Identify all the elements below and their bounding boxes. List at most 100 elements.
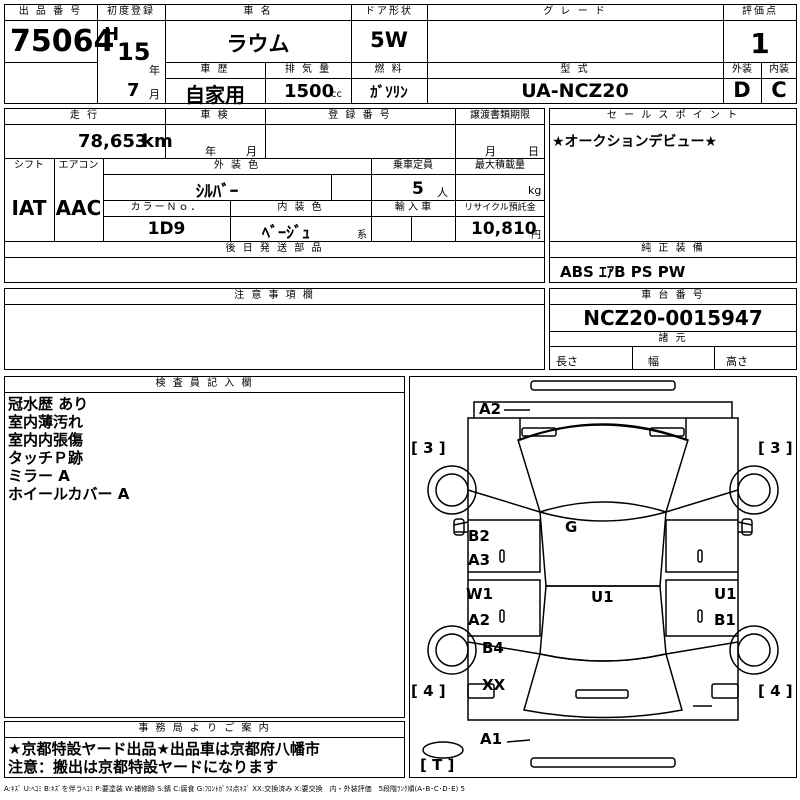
front-bumper bbox=[530, 380, 676, 391]
spare-tire bbox=[422, 741, 464, 759]
equipment-label: 純 正 装 備 bbox=[641, 243, 705, 254]
interior-grade: C bbox=[771, 78, 787, 102]
capacity-label: 乗車定員 bbox=[393, 160, 433, 171]
max-load-label: 最大積載量 bbox=[475, 160, 525, 171]
transfer-deadline-label: 譲渡書類期限 bbox=[470, 110, 530, 121]
damage-mark: U1 bbox=[714, 585, 737, 603]
damage-mark: G bbox=[565, 518, 578, 536]
roof bbox=[539, 510, 667, 587]
standard-equipment: ABS ｴｱB PS PW bbox=[560, 263, 686, 281]
inspection-label: 車 検 bbox=[200, 110, 230, 121]
inspector-note: ミラー A bbox=[8, 467, 70, 485]
inspector-note: 室内内張傷 bbox=[8, 431, 84, 449]
recycle-fee-unit: 円 bbox=[531, 230, 541, 241]
interior-grade-label: 内装 bbox=[769, 64, 789, 75]
tire-tread-rear-left: [ 4 ] bbox=[411, 682, 446, 700]
inspection-year-unit: 年 bbox=[205, 145, 216, 158]
year-unit: 年 bbox=[149, 64, 160, 77]
inspector-note: ホイールカバー A bbox=[8, 485, 130, 503]
displacement-label: 排 気 量 bbox=[284, 64, 332, 75]
damage-mark: W1 bbox=[466, 585, 493, 603]
damage-mark: A1 bbox=[480, 730, 503, 748]
displacement: 1500 bbox=[284, 81, 335, 102]
height-label: 高さ bbox=[726, 355, 748, 368]
era-letter: H bbox=[104, 24, 120, 45]
rear-left-door bbox=[468, 579, 541, 637]
damage-mark: U1 bbox=[591, 588, 614, 606]
sales-point-label: セ ー ル ス ポ イ ン ト bbox=[606, 110, 740, 121]
damage-mark: XX bbox=[482, 676, 506, 694]
shift-type: IAT bbox=[11, 196, 47, 220]
lot-number-label: 出 品 番 号 bbox=[18, 6, 83, 17]
capacity-unit: 人 bbox=[437, 186, 448, 199]
chassis-box bbox=[549, 288, 797, 370]
inspector-note: タッチＰ跡 bbox=[8, 449, 84, 467]
color-number-label: カラーＮｏ． bbox=[130, 202, 203, 213]
office-notice-line: 注意：搬出は京都特設ヤードになります bbox=[8, 758, 279, 776]
rear-bumper bbox=[530, 757, 676, 768]
tailgate bbox=[523, 653, 683, 719]
transfer-day-unit: 日 bbox=[528, 145, 539, 158]
displacement-unit: cc bbox=[331, 89, 342, 100]
later-parts-label: 後 日 発 送 部 品 bbox=[225, 243, 324, 254]
damage-mark: B2 bbox=[468, 527, 490, 545]
sales-point: ★オークションデビュー★ bbox=[552, 134, 718, 150]
tire-tread-rear-right: [ 4 ] bbox=[758, 682, 793, 700]
shift-label: シフト bbox=[14, 160, 44, 171]
dimensions-label: 諸 元 bbox=[658, 333, 688, 344]
inspector-note: 冠水歴 あり bbox=[8, 395, 89, 413]
car-name-label: 車 名 bbox=[243, 6, 273, 17]
spare-tire-mark: [ T ] bbox=[420, 756, 455, 774]
vehicle-history: 自家用 bbox=[185, 83, 245, 107]
damage-code-legend: A:ｷｽﾞ U:ﾍｺﾐ B:ｷｽﾞを伴うﾍｺﾐ P:要塗装 W:補修跡 S:錆 … bbox=[4, 785, 465, 793]
first-registration-label: 初度登録 bbox=[107, 6, 155, 17]
mileage-unit: km bbox=[142, 131, 173, 152]
caution-label: 注 意 事 項 欄 bbox=[234, 290, 315, 301]
interior-color-label: 内 装 色 bbox=[277, 202, 324, 213]
exterior-color-label: 外 装 色 bbox=[213, 160, 261, 171]
max-load-unit: kg bbox=[528, 184, 542, 197]
door-type: 5W bbox=[370, 28, 408, 52]
tire-tread-front-left: [ 3 ] bbox=[411, 439, 446, 457]
exterior-grade-label: 外装 bbox=[732, 64, 752, 75]
width-label: 幅 bbox=[648, 355, 659, 368]
transfer-month-unit: 月 bbox=[485, 145, 496, 158]
details-box bbox=[4, 108, 545, 283]
inspector-notes-label: 検 査 員 記 入 欄 bbox=[155, 378, 254, 389]
month-unit: 月 bbox=[149, 88, 160, 101]
inspector-box bbox=[4, 376, 405, 718]
door-type-label: ドア形状 bbox=[365, 6, 413, 17]
front-right-door bbox=[665, 519, 738, 573]
interior-color: ﾍﾞｰｼﾞｭ bbox=[262, 223, 311, 242]
chassis-number-label: 車 台 番 号 bbox=[641, 290, 705, 301]
damage-mark: B1 bbox=[714, 611, 736, 629]
car-name: ラウム bbox=[226, 32, 290, 56]
grade-label: グ レ ー ド bbox=[543, 6, 607, 17]
mileage: 78,653 bbox=[78, 131, 148, 152]
car-diagram-box bbox=[409, 376, 797, 778]
front-right-wheel bbox=[729, 465, 779, 515]
front-left-door bbox=[468, 519, 541, 573]
office-box bbox=[4, 721, 405, 778]
sales-point-box bbox=[549, 108, 797, 283]
score-label: 評価点 bbox=[742, 6, 778, 17]
aircon-type: AAC bbox=[55, 196, 102, 220]
history-label: 車 歴 bbox=[200, 64, 230, 75]
body-outline bbox=[467, 401, 739, 721]
tire-tread-front-right: [ 3 ] bbox=[758, 439, 793, 457]
damage-mark: A3 bbox=[468, 551, 491, 569]
chassis-number: NCZ20-0015947 bbox=[583, 306, 763, 330]
registration-year: 15 bbox=[117, 38, 151, 66]
recycle-fee-label: リサイクル預託金 bbox=[464, 203, 536, 213]
auction-score: 1 bbox=[750, 27, 770, 60]
front-left-wheel bbox=[427, 465, 477, 515]
length-label: 長さ bbox=[556, 355, 578, 368]
fuel-type: ｶﾞｿﾘﾝ bbox=[370, 83, 408, 101]
aircon-label: エアコン bbox=[58, 160, 99, 171]
office-notice-line: ★京都特設ヤード出品★出品車は京都府八幡市 bbox=[8, 740, 320, 758]
rear-right-door bbox=[665, 579, 738, 637]
model-code: UA-NCZ20 bbox=[521, 80, 629, 102]
registration-month: 7 bbox=[127, 80, 140, 101]
color-number: 1D9 bbox=[147, 219, 186, 239]
recycle-fee: 10,810 bbox=[471, 219, 537, 239]
